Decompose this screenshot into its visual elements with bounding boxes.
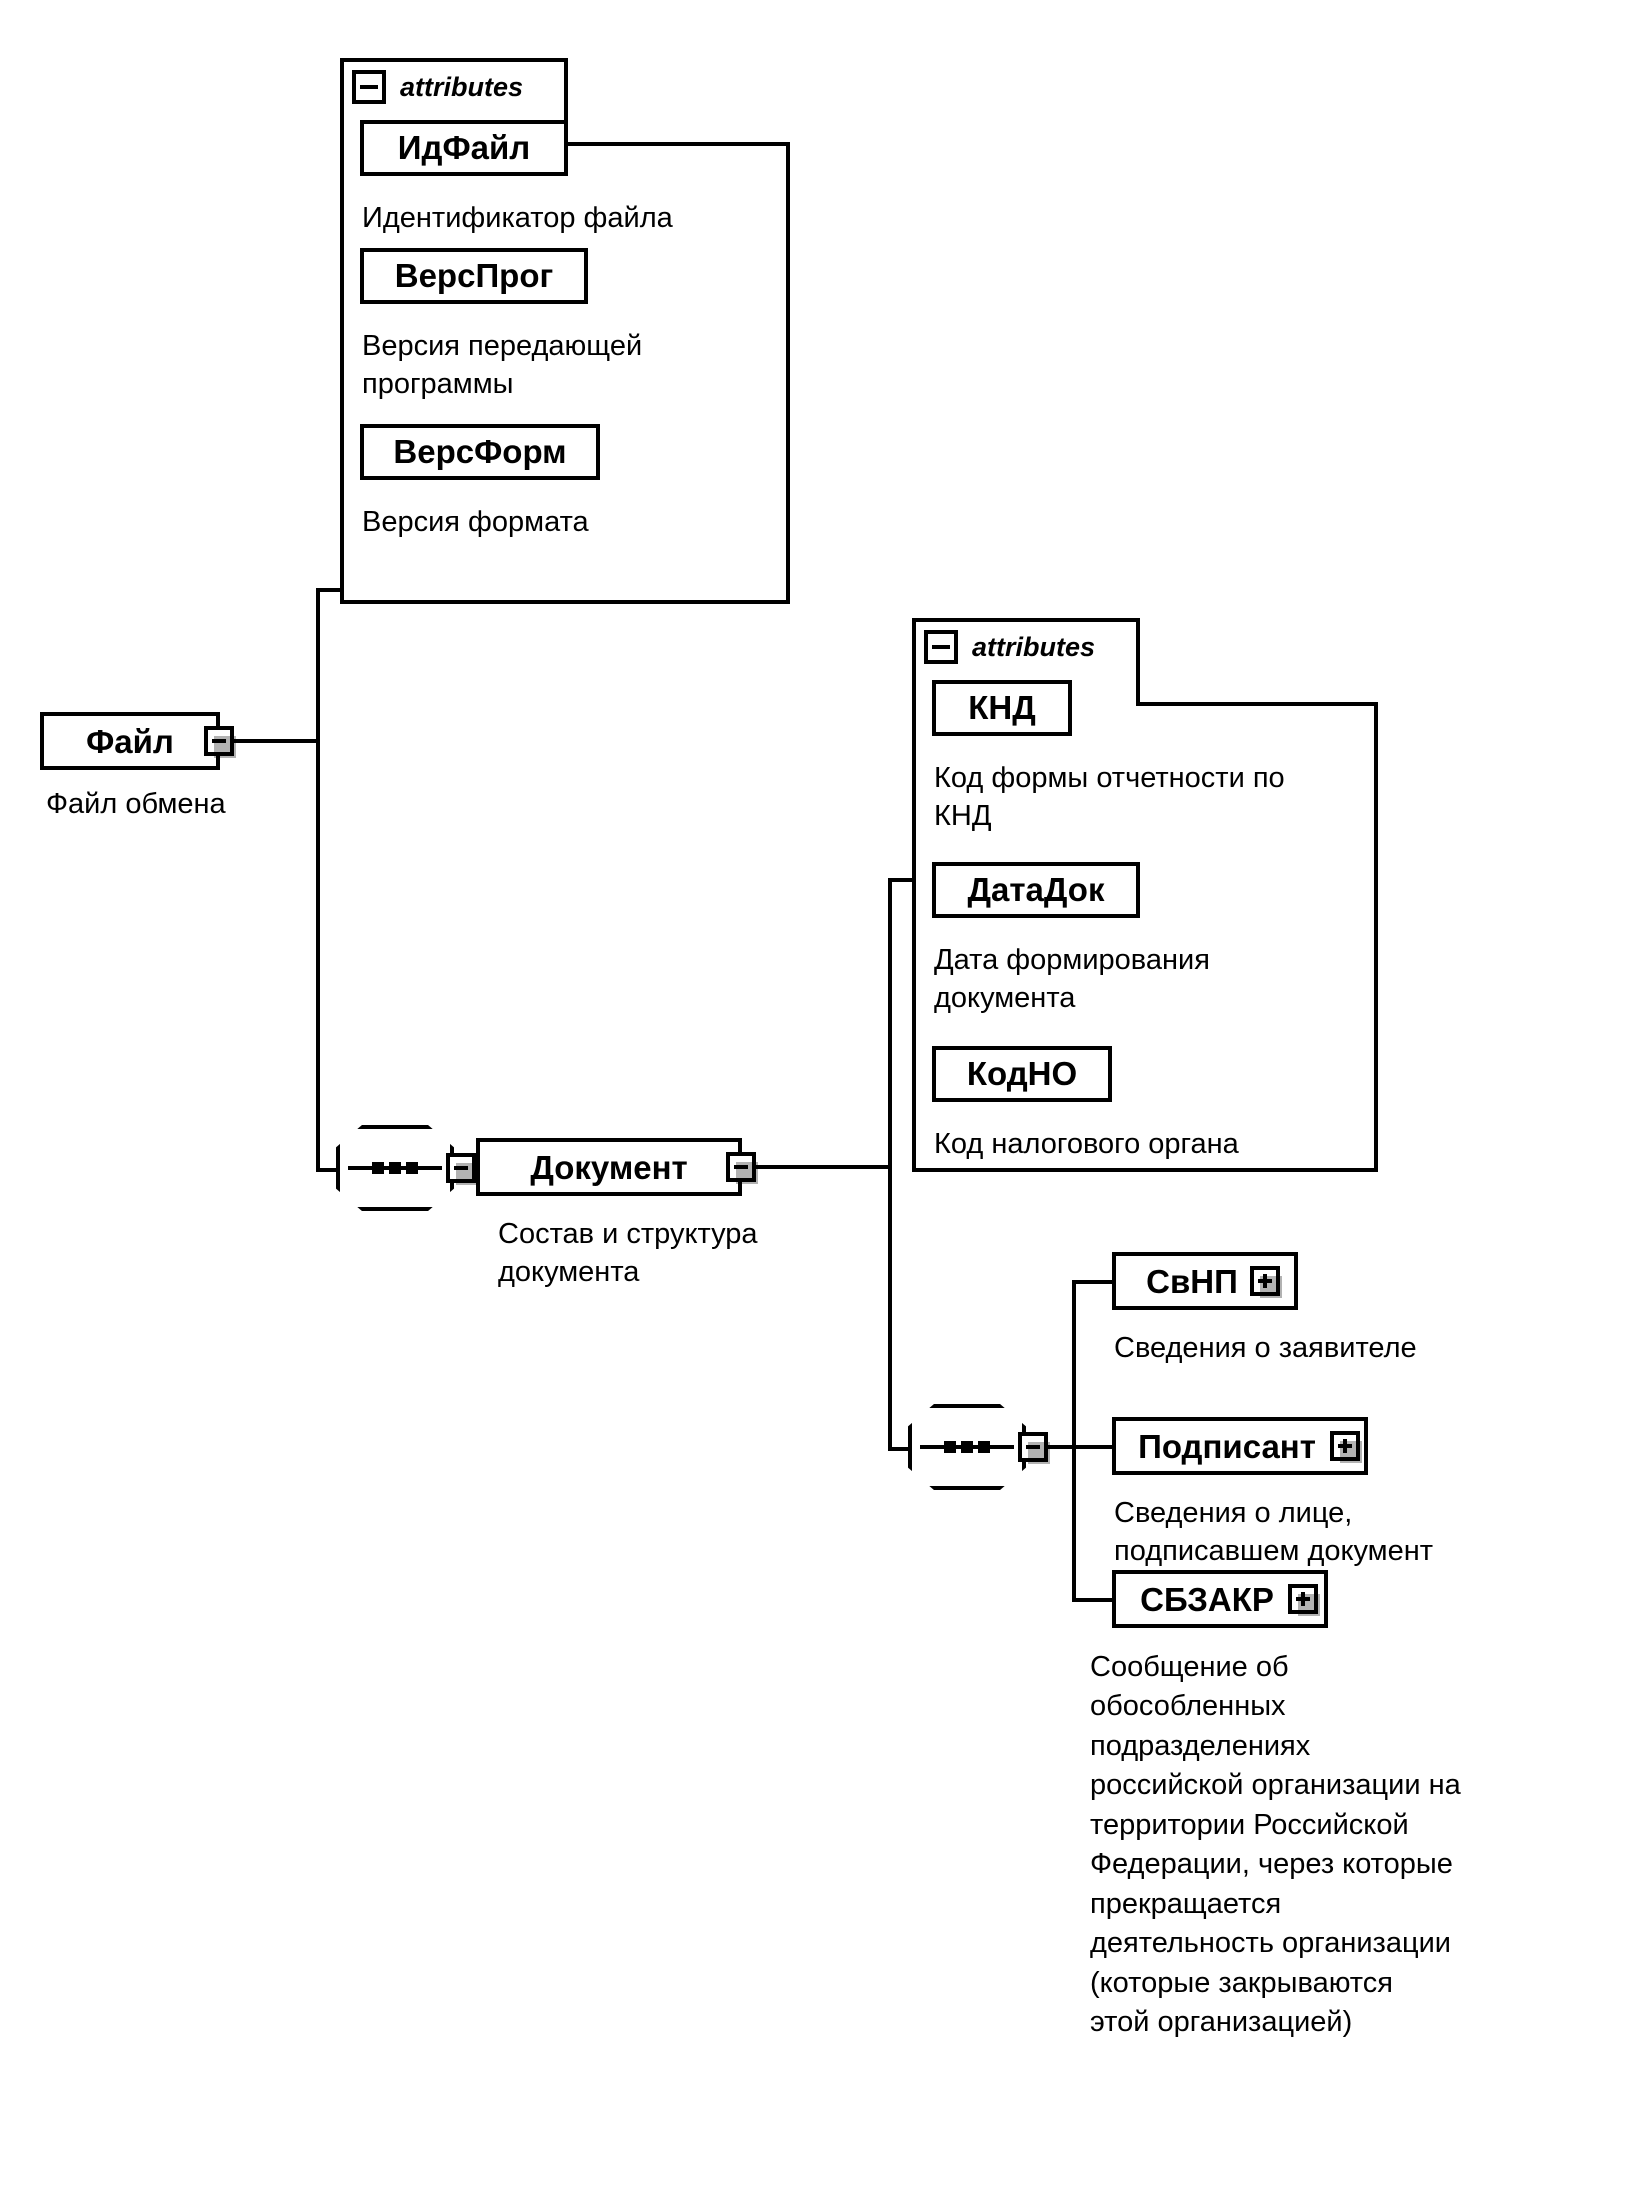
frame-header-top bbox=[340, 58, 568, 62]
attr-datadok-caption: Дата формирования документа bbox=[934, 944, 1210, 1014]
frame-header-tab-right bbox=[1136, 618, 1140, 702]
plus-icon bbox=[1301, 1592, 1305, 1606]
node-podpisant-label: Подписант bbox=[1138, 1427, 1316, 1465]
node-sbzakr-expand-toggle[interactable] bbox=[1288, 1584, 1320, 1616]
connector-child-sbzakr bbox=[1072, 1598, 1116, 1602]
connector-child-svnp bbox=[1072, 1280, 1116, 1284]
frame-right-wall bbox=[786, 142, 790, 604]
node-dokument-collapse-toggle[interactable] bbox=[726, 1152, 758, 1184]
attr-versform-caption: Версия формата bbox=[362, 506, 589, 538]
node-svnp[interactable]: СвНП bbox=[1112, 1252, 1303, 1315]
file-attributes-collapse-toggle[interactable] bbox=[352, 70, 386, 104]
attr-versprog[interactable]: ВерсПрог bbox=[360, 248, 592, 308]
sequence-dot bbox=[961, 1441, 973, 1453]
minus-icon bbox=[454, 1166, 468, 1170]
node-sbzakr-caption: Сообщение об обособленных подразделениях… bbox=[1090, 1651, 1461, 2038]
minus-icon bbox=[1026, 1445, 1040, 1449]
node-dokument-caption: Состав и структура документа bbox=[498, 1218, 758, 1288]
plus-icon bbox=[1263, 1274, 1267, 1288]
attr-knd-caption: Код формы отчетности по КНД bbox=[934, 762, 1285, 832]
attr-versform-label: ВерсФорм bbox=[393, 433, 567, 470]
sequence-compositor-document[interactable] bbox=[908, 1404, 1036, 1500]
node-dokument[interactable]: Документ bbox=[476, 1138, 747, 1201]
connector-doc-trunk-to-attrs bbox=[888, 878, 916, 882]
node-fail-label: Файл bbox=[86, 722, 174, 760]
node-svnp-expand-toggle[interactable] bbox=[1250, 1266, 1282, 1298]
sequence-compositor-file[interactable] bbox=[336, 1125, 464, 1221]
minus-icon bbox=[360, 85, 378, 89]
connector-trunk-to-attrs bbox=[316, 588, 344, 592]
attr-knd-label: КНД bbox=[968, 689, 1036, 726]
sequence-dot bbox=[978, 1441, 990, 1453]
node-podpisant-expand-toggle[interactable] bbox=[1330, 1431, 1362, 1463]
file-attributes-header-label: attributes bbox=[400, 72, 524, 102]
frame-header-tab-right bbox=[564, 58, 568, 142]
frame-header-top bbox=[912, 618, 1140, 622]
attr-versprog-label: ВерсПрог bbox=[394, 257, 554, 294]
attr-kodno-caption: Код налогового органа bbox=[934, 1128, 1239, 1160]
connector-children-bus bbox=[1072, 1280, 1076, 1602]
attr-datadok-label: ДатаДок bbox=[967, 871, 1105, 908]
document-attributes-collapse-toggle[interactable] bbox=[924, 630, 958, 664]
attr-versform[interactable]: ВерсФорм bbox=[360, 424, 604, 484]
plus-icon bbox=[1343, 1439, 1347, 1453]
attr-versprog-caption: Версия передающей программы bbox=[362, 330, 643, 400]
document-attributes-frame bbox=[912, 618, 1378, 1172]
minus-icon bbox=[212, 739, 226, 743]
sequence-dot bbox=[406, 1162, 418, 1174]
node-dokument-label: Документ bbox=[530, 1148, 688, 1186]
attr-idfail-caption: Идентификатор файла bbox=[362, 202, 673, 234]
sequence-dot bbox=[372, 1162, 384, 1174]
attr-knd[interactable]: КНД bbox=[932, 680, 1076, 740]
connector-document-out bbox=[756, 1165, 892, 1169]
frame-header-tab-bottom bbox=[1136, 702, 1378, 706]
attr-datadok[interactable]: ДатаДок bbox=[932, 862, 1144, 922]
attr-idfail[interactable]: ИдФайл bbox=[360, 120, 572, 180]
attr-kodno[interactable]: КодНО bbox=[932, 1046, 1116, 1106]
connector-doc-trunk-vertical bbox=[888, 878, 892, 1450]
frame-right-wall bbox=[1374, 702, 1378, 1172]
frame-header-tab-bottom bbox=[564, 142, 790, 146]
minus-icon bbox=[734, 1165, 748, 1169]
node-sbzakr-label: СБЗАКР bbox=[1140, 1580, 1274, 1618]
frame-bottom-wall bbox=[340, 600, 790, 604]
file-attributes-frame bbox=[340, 58, 790, 604]
node-svnp-label: СвНП bbox=[1146, 1262, 1238, 1300]
document-attributes-header-label: attributes bbox=[972, 632, 1096, 662]
node-fail-collapse-toggle[interactable] bbox=[204, 726, 236, 758]
node-fail[interactable]: Файл bbox=[40, 712, 225, 775]
sequence-dot bbox=[389, 1162, 401, 1174]
attr-idfail-label: ИдФайл bbox=[397, 129, 531, 166]
connector-sequence-children-stub bbox=[1044, 1445, 1076, 1449]
connector-doc-trunk-to-sequence bbox=[888, 1447, 918, 1451]
minus-icon bbox=[932, 645, 950, 649]
sequence-file-collapse-toggle[interactable] bbox=[446, 1153, 478, 1185]
node-podpisant-caption: Сведения о лице, подписавшем документ bbox=[1114, 1497, 1434, 1567]
connector-fail-out bbox=[234, 739, 320, 743]
sequence-document-collapse-toggle[interactable] bbox=[1018, 1432, 1050, 1464]
connector-trunk-vertical bbox=[316, 588, 320, 1172]
frame-left-wall bbox=[912, 618, 916, 1172]
connector-trunk-to-sequence bbox=[316, 1168, 346, 1172]
frame-bottom-wall bbox=[912, 1168, 1378, 1172]
node-fail-caption: Файл обмена bbox=[46, 788, 226, 820]
attr-kodno-label: КодНО bbox=[966, 1055, 1078, 1092]
node-svnp-caption: Сведения о заявителе bbox=[1114, 1332, 1417, 1364]
connector-child-podpisant bbox=[1072, 1445, 1116, 1449]
sequence-dot bbox=[944, 1441, 956, 1453]
frame-left-wall bbox=[340, 58, 344, 604]
